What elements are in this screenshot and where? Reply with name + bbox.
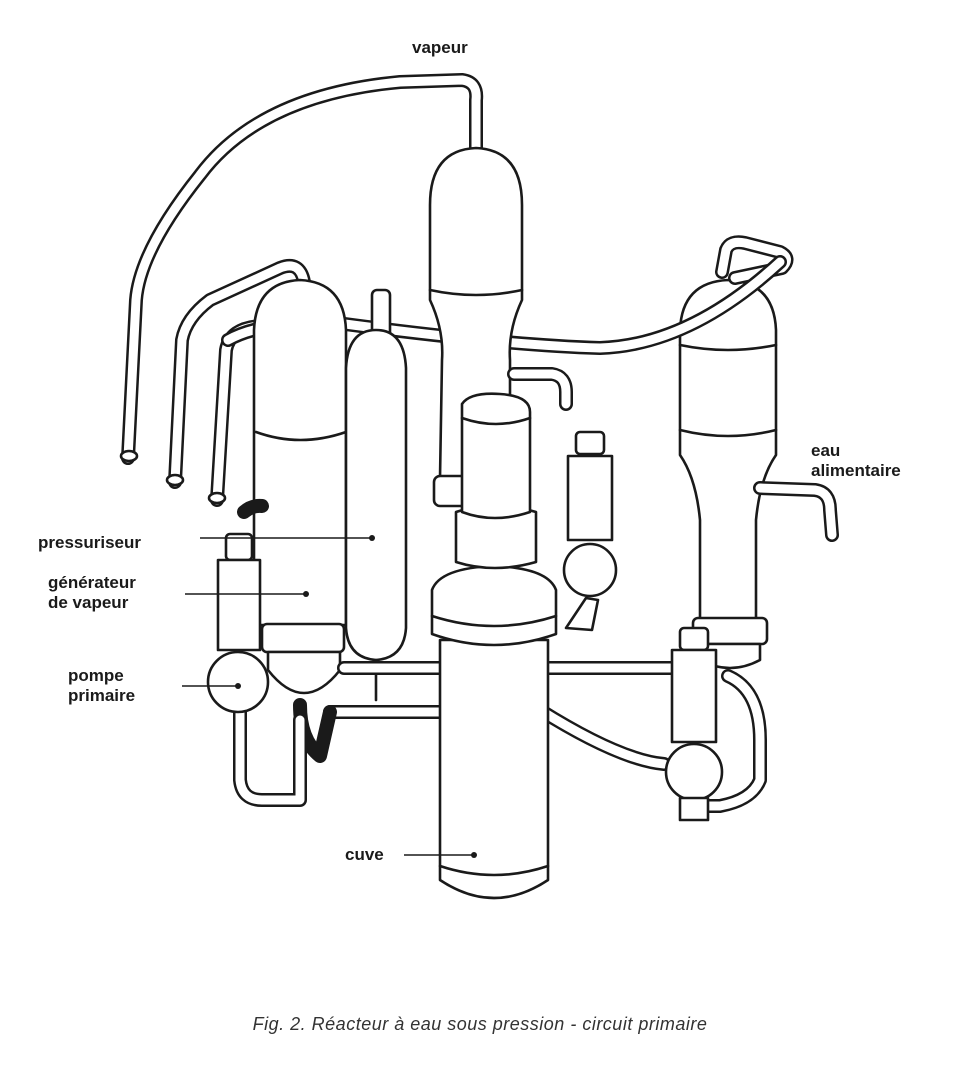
primary-pump-left bbox=[206, 532, 270, 714]
steam-generator-right bbox=[678, 235, 839, 670]
pump-front-right bbox=[664, 626, 724, 822]
reactor-vessel bbox=[430, 392, 558, 900]
label-pressuriseur: pressuriseur bbox=[38, 533, 141, 552]
figure-caption: Fig. 2. Réacteur à eau sous pression - c… bbox=[252, 1014, 708, 1034]
label-pompe-primaire: pompe primaire bbox=[68, 666, 136, 705]
leader-lines bbox=[182, 535, 477, 858]
pressurizer bbox=[344, 328, 408, 702]
label-eau-alimentaire: eau alimentaire bbox=[811, 441, 901, 480]
steam-pipe bbox=[119, 73, 484, 465]
label-generateur-de-vapeur: générateur de vapeur bbox=[48, 573, 136, 612]
label-cuve: cuve bbox=[345, 845, 384, 864]
pump-center-right bbox=[562, 430, 618, 632]
label-vapeur: vapeur bbox=[412, 38, 468, 57]
